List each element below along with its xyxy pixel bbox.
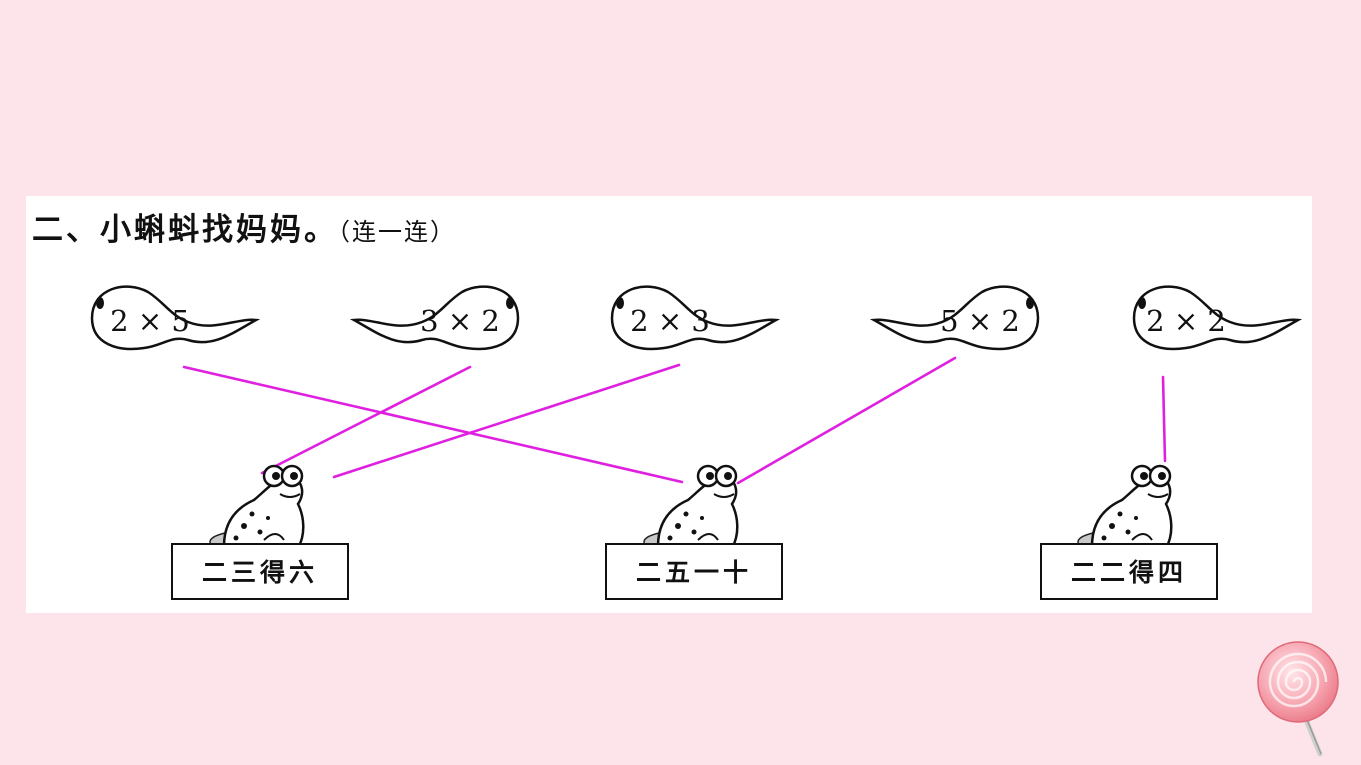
- tadpole-label: 2 × 5: [110, 304, 190, 338]
- worksheet-panel: 二、小蝌蚪找妈妈。（连一连）: [26, 196, 1312, 613]
- tadpole-2[interactable]: 3 × 2: [352, 285, 520, 351]
- tadpole-1[interactable]: 2 × 5: [90, 285, 258, 351]
- frog-label-box: [605, 543, 783, 600]
- frog-2[interactable]: 二五一十: [605, 464, 783, 600]
- connection-line: [1161, 375, 1167, 463]
- frog-icon: [642, 464, 739, 556]
- tadpole-label: 3 × 2: [420, 304, 500, 338]
- frog-label: 二二得四: [1071, 558, 1187, 587]
- heading-text: 二、小蝌蚪找妈妈。: [32, 212, 338, 248]
- tadpole-5[interactable]: 2 × 2: [1132, 285, 1300, 351]
- matching-scene: 2 × 5 3 × 2 2 × 3 5 × 2 2 × 2 二三得六 二五一十: [90, 285, 1300, 600]
- tadpole-label: 2 × 2: [1146, 304, 1226, 338]
- tadpole-label: 5 × 2: [940, 304, 1020, 338]
- tadpole-3[interactable]: 2 × 3: [610, 285, 778, 351]
- lollipop-icon: [1257, 641, 1339, 757]
- frog-label-box: [171, 543, 349, 600]
- connection-line: [332, 363, 681, 479]
- frog-label: 二三得六: [202, 558, 318, 587]
- frog-icon: [1076, 464, 1173, 556]
- tadpole-label: 2 × 3: [630, 304, 710, 338]
- connection-line: [736, 356, 957, 485]
- instruction-text: （连一连）: [338, 218, 456, 246]
- frog-3[interactable]: 二二得四: [1040, 464, 1218, 600]
- frog-1[interactable]: 二三得六: [171, 464, 349, 600]
- frog-icon: [208, 464, 305, 556]
- connection-lines: [182, 356, 1167, 485]
- connection-line: [182, 365, 684, 484]
- exercise-heading: 二、小蝌蚪找妈妈。（连一连）: [32, 204, 456, 249]
- tadpole-4[interactable]: 5 × 2: [872, 285, 1040, 351]
- frog-label: 二五一十: [636, 558, 752, 587]
- frog-label-box: [1040, 543, 1218, 600]
- connection-line: [260, 365, 472, 475]
